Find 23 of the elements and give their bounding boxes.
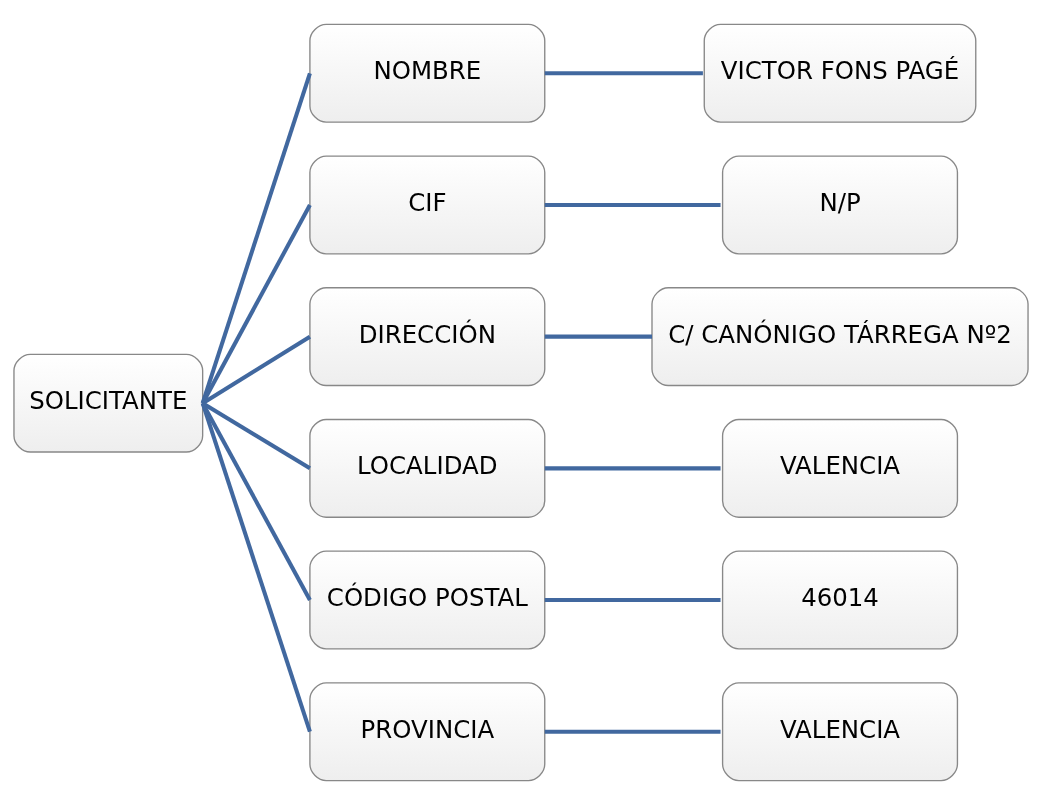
node-box: CÓDIGO POSTAL [309,550,546,650]
connector [544,334,652,339]
connector [200,402,312,601]
node-box: DIRECCIÓN [309,287,546,387]
node-box: CIF [309,155,546,255]
node-box: 46014 [721,550,959,650]
node-box: VICTOR FONS PAGÉ [703,23,977,123]
node-box: VALENCIA [721,418,959,518]
connector [200,402,312,733]
node-box: LOCALIDAD [309,418,546,518]
connector [544,598,721,603]
connector [544,466,721,471]
connector [200,72,312,404]
connector [200,204,312,405]
node-box: PROVINCIA [309,682,546,782]
node-box: N/P [721,155,959,255]
connector [544,71,703,76]
node-box: VALENCIA [721,682,959,782]
node-box: SOLICITANTE [13,353,204,453]
connector [544,202,721,207]
connector [544,729,721,734]
node-box: C/ CANÓNIGO TÁRREGA Nº2 [651,287,1029,387]
node-box: NOMBRE [309,23,546,123]
